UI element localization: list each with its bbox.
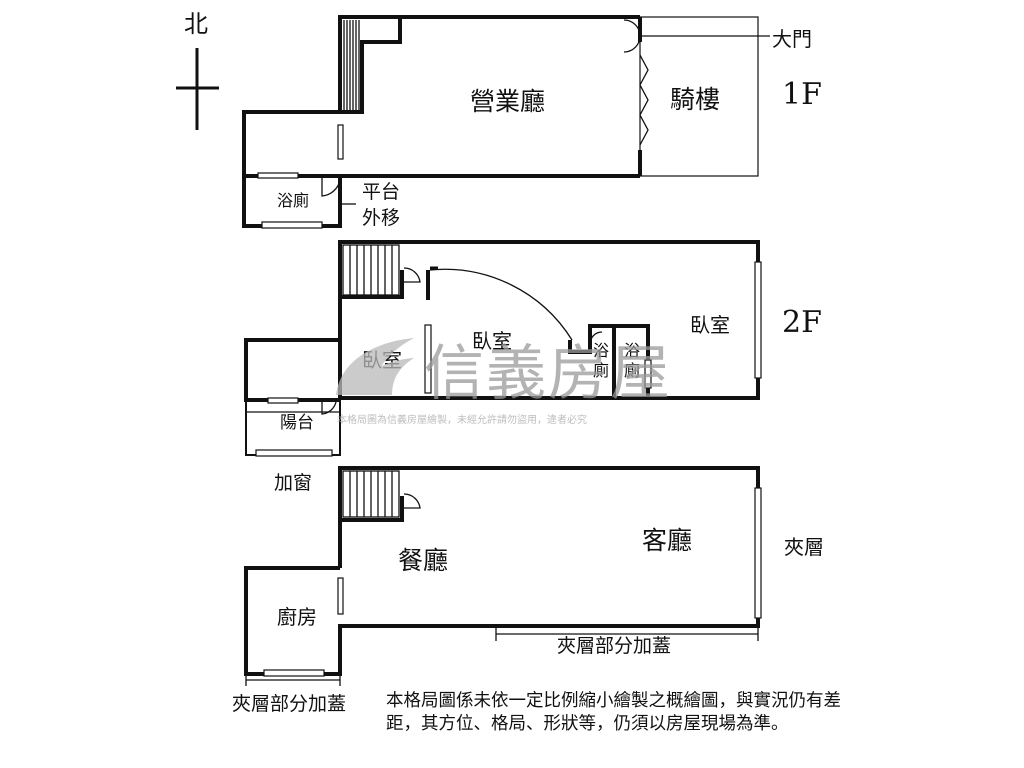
dining-room-label: 餐廳: [398, 546, 448, 575]
front-door-label: 大門: [772, 27, 812, 51]
watermark: 信義房屋 本格局圖為信義房屋繪製，未經允許請勿盜用，違者必究: [336, 338, 672, 426]
bath-2f-a-label-bottom: 廁: [593, 361, 609, 380]
mezz-stairs: [342, 470, 400, 518]
1f-main-walls: [242, 15, 640, 228]
north-compass: 北: [176, 10, 219, 130]
business-hall-label: 營業廳: [470, 87, 545, 116]
platform-label: 平台: [362, 181, 400, 203]
bath-2f-b-label-top: 浴: [624, 341, 640, 360]
floor-mezzanine-plan: 客廳 餐廳 廚房 夾層 夾層部分加蓋 夾層部分加蓋: [232, 466, 824, 715]
bath-2f-a-label-top: 浴: [593, 341, 609, 360]
arcade-label: 騎樓: [670, 85, 720, 114]
bath-1f-label: 浴廁: [277, 191, 309, 210]
watermark-brand: 信義房屋: [424, 339, 672, 409]
kitchen-label: 廚房: [277, 605, 317, 629]
2f-stairs: [342, 244, 400, 296]
living-room-label: 客廳: [642, 526, 692, 555]
mezz-addition-right-label: 夾層部分加蓋: [557, 635, 671, 657]
moved-out-label: 外移: [362, 207, 400, 229]
1f-stairs: [343, 20, 360, 110]
bedroom-right-label: 臥室: [690, 313, 730, 337]
arcade-outline: [639, 16, 759, 177]
mezz-main-walls: [244, 466, 760, 676]
balcony-label: 陽台: [280, 413, 314, 433]
bedroom-mid-label: 臥室: [472, 329, 512, 353]
disclaimer-text: 本格局圖係未依一定比例縮小繪製之概繪圖，與實況仍有差距，其方位、格局、形狀等，仍…: [386, 691, 841, 734]
north-label: 北: [184, 10, 208, 38]
mezzanine-label: 夾層: [784, 535, 824, 559]
add-window-label: 加窗: [274, 472, 312, 494]
floor-1f-plan: 大門 營業廳 騎樓 1F 浴廁 平台 外移: [242, 15, 822, 229]
watermark-copyright: 本格局圖為信義房屋繪製，未經允許請勿盜用，違者必究: [337, 413, 587, 426]
mezz-addition-left-label: 夾層部分加蓋: [232, 693, 346, 715]
floor-2f-label: 2F: [782, 305, 822, 340]
bath-2f-b-label-bottom: 廁: [624, 361, 640, 380]
2f-main-walls: [244, 240, 760, 402]
brand-logo-mark: [336, 338, 414, 395]
floor-1f-label: 1F: [782, 77, 822, 112]
